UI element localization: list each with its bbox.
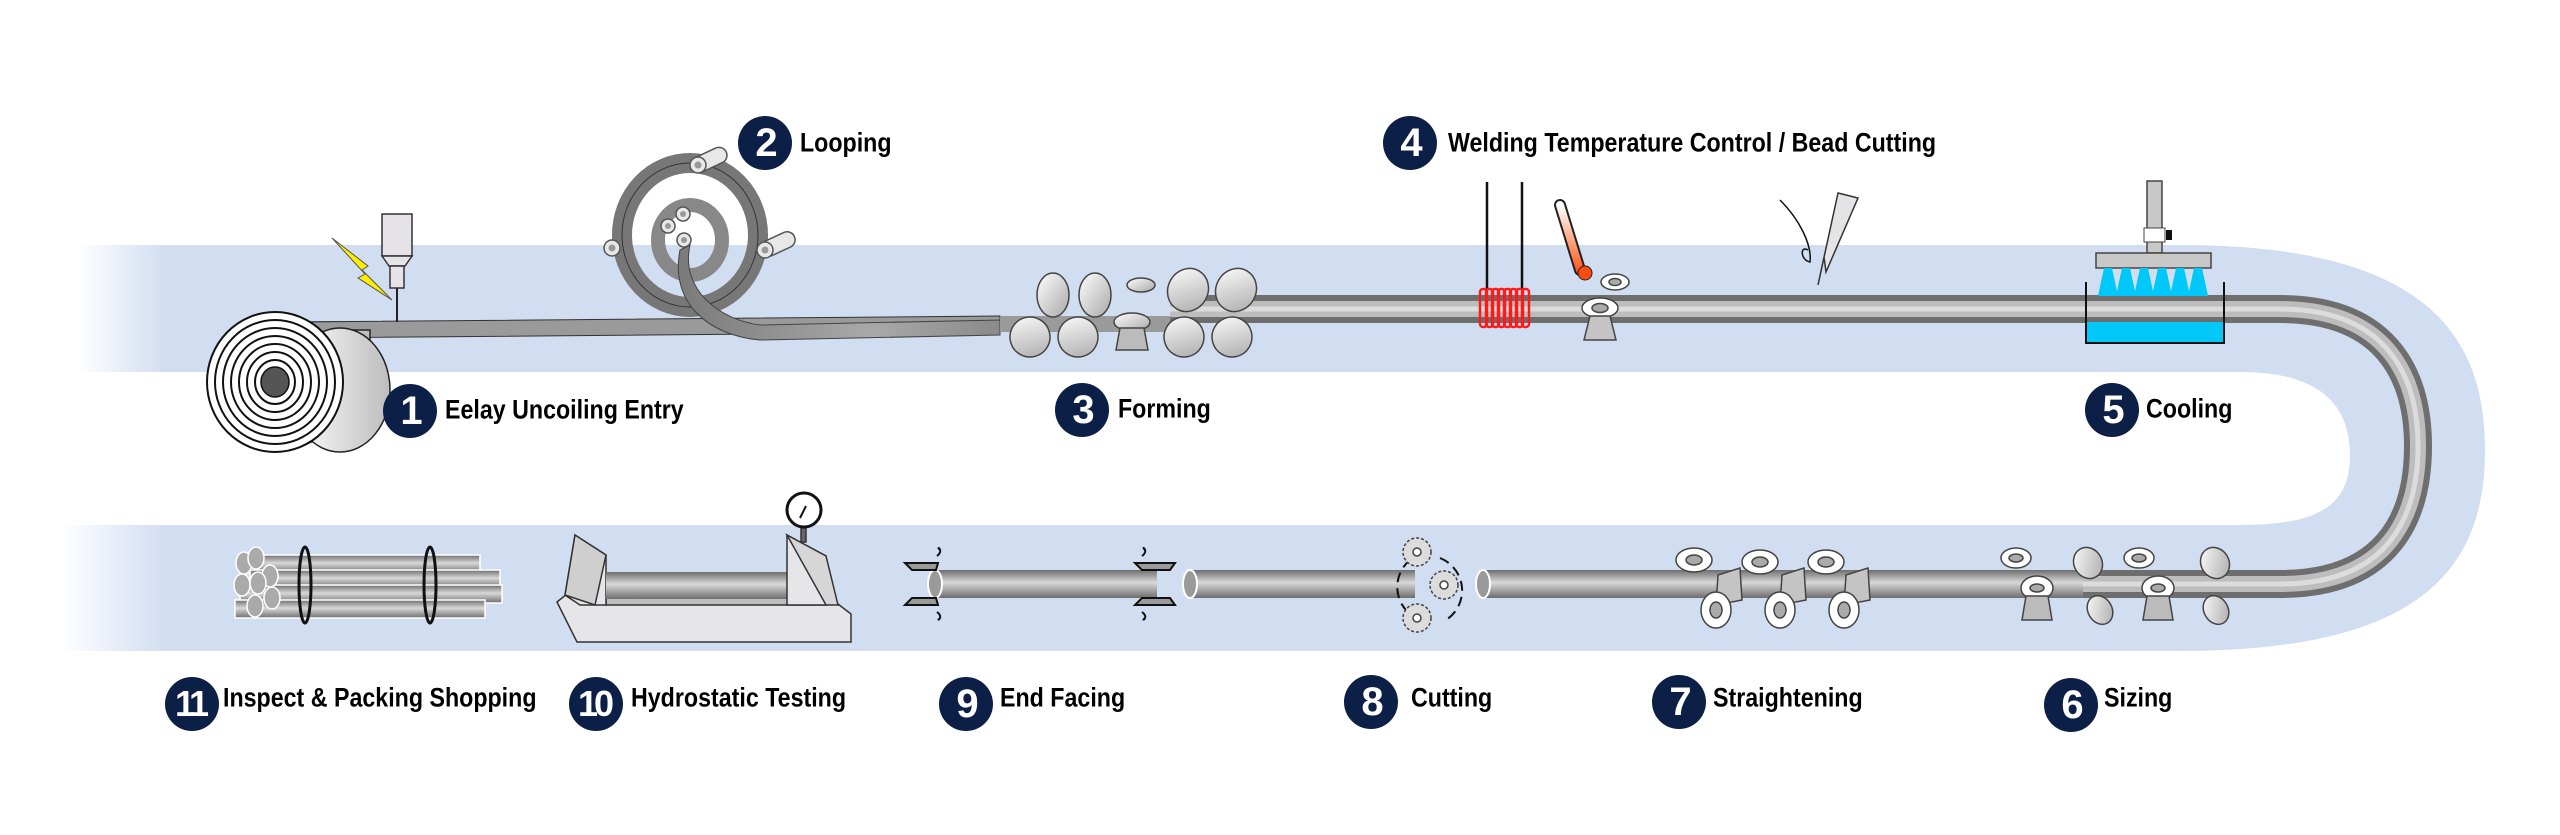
- straightening-rolls-icon: [1675, 547, 1871, 629]
- step-badge-2: 2: [738, 116, 792, 170]
- spray-cooling-tank-icon: [2085, 180, 2225, 344]
- step-badge-6: 6: [2044, 678, 2098, 732]
- step-badge-9: 9: [939, 677, 993, 731]
- step-badge-10: 10: [569, 677, 623, 731]
- step-label-8: Cutting: [1411, 682, 1493, 713]
- step-label-2: Looping: [800, 127, 892, 158]
- strip-accumulator-icon: [603, 146, 1001, 341]
- coil-uncoiler-icon: [206, 311, 1001, 453]
- step-badge-11: 11: [165, 677, 219, 731]
- step-badge-1: 1: [383, 384, 437, 438]
- bead-cutter-icon: [1779, 192, 1860, 286]
- step-label-10: Hydrostatic Testing: [631, 682, 847, 713]
- forming-rolls-icon: [1000, 267, 1258, 358]
- saw-blades-icon: [1396, 537, 1464, 633]
- step-label-3: Forming: [1118, 393, 1211, 424]
- thermometer-icon: [1554, 199, 1593, 281]
- step-badge-3: 3: [1055, 383, 1109, 437]
- pipe-bundle-icon: [233, 545, 503, 625]
- hydrostatic-tester-icon: [556, 491, 852, 643]
- step-label-7: Straightening: [1713, 682, 1863, 713]
- step-badge-8: 8: [1344, 675, 1398, 729]
- step-label-4: Welding Temperature Control / Bead Cutti…: [1448, 127, 1937, 158]
- shear-welder-icon: [331, 213, 414, 322]
- step-badge-4: 4: [1383, 116, 1437, 170]
- process-band: [61, 245, 2485, 651]
- sizing-rolls-icon: [2000, 546, 2231, 626]
- step-label-1: Eelay Uncoiling Entry: [445, 394, 684, 425]
- step-label-5: Cooling: [2146, 393, 2233, 424]
- step-badge-7: 7: [1652, 675, 1706, 729]
- step-label-6: Sizing: [2104, 682, 2173, 713]
- end-facing-tools-icon: [902, 546, 1177, 621]
- step-label-11: Inspect & Packing Shopping: [223, 682, 537, 713]
- step-badge-5: 5: [2085, 383, 2139, 437]
- weld-squeeze-rolls-icon: [1581, 273, 1630, 341]
- induction-welder-icon: [1478, 182, 1531, 329]
- step-label-9: End Facing: [1000, 682, 1126, 713]
